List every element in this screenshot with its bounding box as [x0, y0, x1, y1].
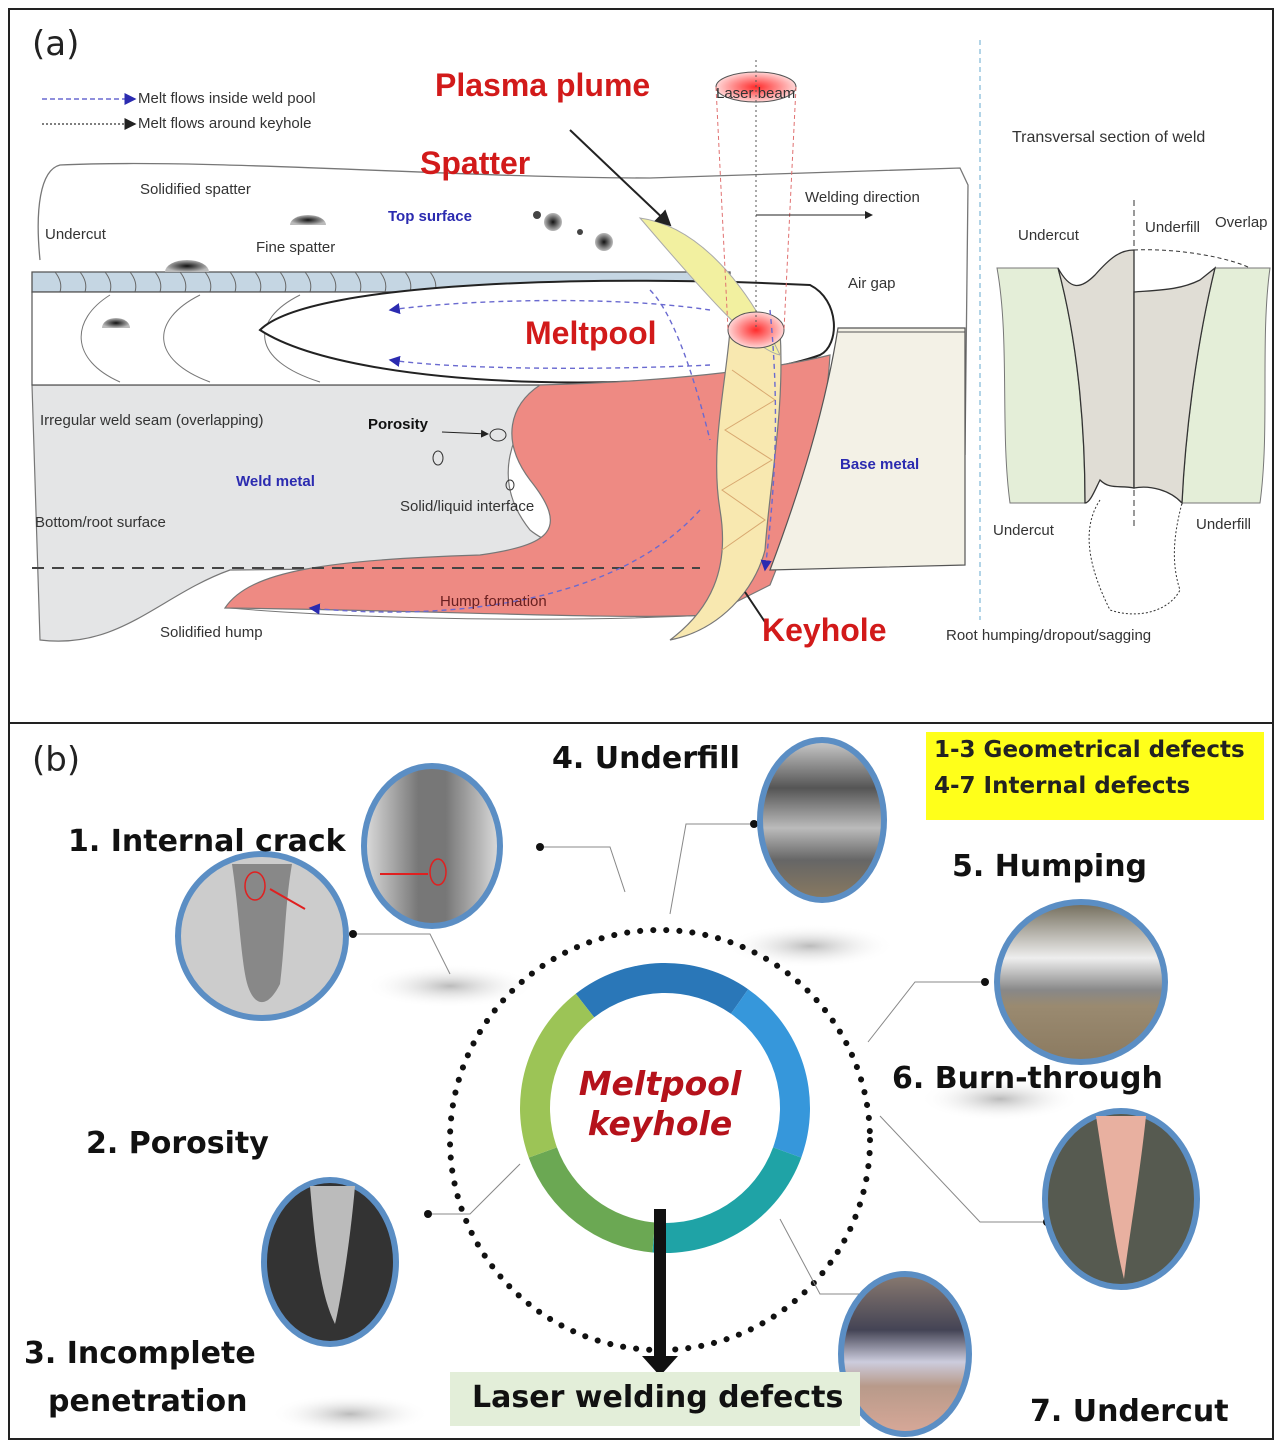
keyhole-shape [669, 329, 782, 641]
keyhole-label: Keyhole [762, 612, 887, 648]
defect-label-5: 5. Humping [952, 849, 1148, 884]
defect-label-1: 1. Internal crack [68, 824, 346, 859]
panel-a-label: (a) [32, 24, 80, 64]
ring-segment-right-upper [730, 989, 810, 1158]
top-surface-label: Top surface [388, 208, 472, 225]
center-ring [520, 963, 810, 1253]
defect-label-4: 4. Underfill [552, 741, 740, 776]
ring-segment-right-lower [652, 1147, 802, 1253]
panel-b: (b) 1-3 Geometrical defects 4-7 Internal… [8, 722, 1274, 1440]
ring-segment-top [575, 963, 749, 1018]
weld-metal-label: Weld metal [236, 473, 315, 490]
note-geometrical: 1-3 Geometrical defects [934, 737, 1245, 763]
legend-melt-around: Melt flows around keyhole [138, 115, 312, 132]
output-label: Laser welding defects [472, 1380, 844, 1415]
fine-spatter-label: Fine spatter [256, 239, 336, 256]
defect-label-3-line2: penetration [48, 1384, 248, 1419]
down-arrow-head [642, 1356, 678, 1376]
meltpool-cross-section [223, 354, 831, 617]
defect-label-6: 6. Burn-through [892, 1061, 1163, 1096]
defect-label-3-line1: 3. Incomplete [24, 1336, 256, 1371]
hump-formation-label: Hump formation [440, 593, 547, 610]
irregular-seam-label: Irregular weld seam (overlapping) [40, 412, 264, 429]
transversal-root-label: Root humping/dropout/sagging [946, 627, 1152, 644]
transversal-overlap: Overlap [1215, 214, 1268, 231]
spatter-label: Spatter [420, 145, 531, 181]
note-internal: 4-7 Internal defects [934, 773, 1191, 799]
transversal-title: Transversal section of weld [1012, 129, 1206, 146]
down-arrow-shaft [654, 1209, 666, 1359]
transversal-undercut-bottom: Undercut [993, 522, 1054, 539]
defect-label-7: 7. Undercut [1030, 1394, 1229, 1429]
defect-category-note: 1-3 Geometrical defects 4-7 Internal def… [926, 732, 1264, 820]
solidified-hump-label: Solidified hump [160, 624, 263, 641]
defect-photo-1 [361, 763, 503, 929]
center-text: Meltpool keyhole [560, 1064, 760, 1144]
panel-a: (a) Melt flows inside weld pool Melt flo… [8, 8, 1274, 724]
defect-photo-5 [994, 899, 1168, 1065]
center-line2: keyhole [587, 1104, 733, 1143]
workpiece-outline [37, 162, 969, 456]
panel-b-diagram [175, 737, 1200, 1437]
center-line1: Meltpool [578, 1064, 742, 1103]
undercut-label: Undercut [45, 226, 106, 243]
air-gap-label: Air gap [848, 275, 896, 292]
solidified-spatter-label: Solidified spatter [140, 181, 251, 198]
transversal-section [996, 200, 1271, 615]
output-box: Laser welding defects [450, 1372, 860, 1426]
meltpool-label: Meltpool [525, 315, 657, 351]
welding-direction-label: Welding direction [805, 189, 920, 206]
solid-liquid-label: Solid/liquid interface [400, 498, 535, 515]
bottom-root-label: Bottom/root surface [35, 514, 166, 531]
defect-photo-7 [838, 1271, 972, 1437]
porosity-label: Porosity [368, 416, 429, 433]
defect-photo-4 [757, 737, 887, 903]
ring-segment-bottom-left [528, 1147, 655, 1253]
legend-melt-inside: Melt flows inside weld pool [138, 90, 316, 107]
defect-photo-6 [1042, 1108, 1200, 1290]
transversal-undercut-top: Undercut [1018, 227, 1079, 244]
defect-photo-2 [175, 851, 349, 1021]
meltpool-surface [258, 279, 835, 384]
plasma-plume-label: Plasma plume [435, 67, 651, 103]
defect-label-2: 2. Porosity [86, 1126, 269, 1161]
base-metal-label: Base metal [840, 456, 920, 473]
ring-segment-left [520, 993, 595, 1158]
transversal-underfill-top: Underfill [1145, 219, 1201, 236]
defect-photo-3 [261, 1177, 399, 1347]
laser-beam-label: Laser beam [716, 85, 796, 102]
panel-b-label: (b) [32, 740, 81, 780]
transversal-underfill-bottom: Underfill [1196, 516, 1252, 533]
panel-a-diagram [31, 40, 1271, 642]
